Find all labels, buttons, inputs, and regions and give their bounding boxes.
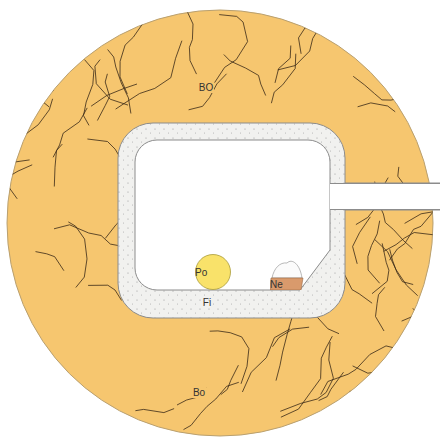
particle-circle: Po (195, 254, 231, 290)
region-label: Bo (192, 387, 206, 398)
node-label: Ne (270, 279, 283, 290)
slot-edge (330, 209, 440, 210)
node-label: Po (195, 267, 207, 278)
crack-texture (0, 0, 440, 430)
lining-layer (118, 123, 440, 318)
region-label: BO (198, 82, 214, 93)
slot-edge (330, 183, 440, 184)
cavity (135, 140, 330, 290)
outer-ring (7, 10, 433, 436)
slot (330, 184, 440, 209)
residue-mound: Ne (270, 256, 304, 290)
layer-label: Fi (202, 297, 212, 308)
